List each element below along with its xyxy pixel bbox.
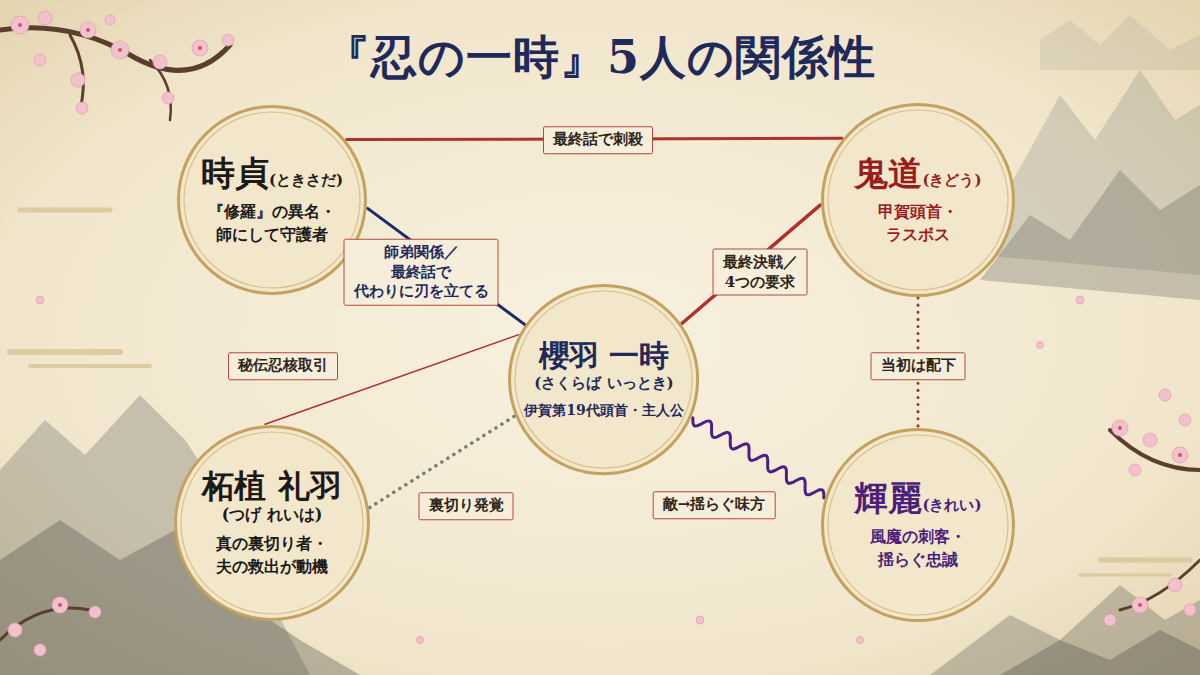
relation-line [368,208,525,324]
text-line: 代わりに刃を立てる [354,282,489,302]
text-line: 師弟関係／ [354,243,489,263]
character-name: 櫻羽 一時 [524,339,683,374]
relation-line [265,335,519,425]
text-line: 揺らぐ忠誠 [854,549,981,571]
dotted-connector [370,416,515,507]
circle-content: 櫻羽 一時(さくらば いっとき) 伊賀第19代頭首・主人公 [524,339,683,421]
name-row: 鬼道(きどう) [854,154,981,193]
character-name: 時貞 [201,153,269,193]
circle-outline [821,428,1015,622]
text-line: 伊賀第19代頭首・主人公 [524,401,683,421]
edge-label: 師弟関係／ 最終話で 代わりに刃を立てる [344,239,499,306]
circle-outline [508,284,699,475]
edge-label: 最終決戦／ 4つの要求 [713,249,808,296]
circle-content: 鬼道(きどう) 甲賀頭首・ ラスボス [854,154,981,246]
name-reading: (ときさだ) [269,171,343,189]
text-line: 敵→揺らぐ味方 [663,495,766,515]
name-row: 時貞(ときさだ) [201,154,343,193]
text-line: 秘伝忍核取引 [238,356,328,376]
name-reading: (つげ れいは) [202,505,341,526]
edge-label: 裏切り発覚 [419,492,514,520]
relation-line [682,205,820,323]
dotted-connector [917,298,920,427]
character-role: 真の裏切り者・ 夫の救出が動機 [202,533,341,578]
text-line: 『修羅』の異名・ [201,201,343,223]
circle-outline [177,105,367,295]
character-role: 『修羅』の異名・ 師にして守護者 [201,201,343,246]
text-line: 夫の救出が動機 [202,556,341,578]
text-line: 最終話で [354,262,489,282]
cherry-branch [0,28,1200,640]
edge-label: 秘伝忍核取引 [228,352,338,380]
character-name: 柘植 礼羽 [202,468,341,505]
text-line: 当初は配下 [881,356,956,376]
name-reading: (さくらば いっとき) [524,374,683,394]
name-reading: (きどう) [922,171,981,189]
name-row: 輝麗(きれい) [854,479,981,518]
edge-label: 当初は配下 [871,352,966,380]
character-circle: 時貞(ときさだ) 『修羅』の異名・ 師にして守護者 [177,105,367,295]
text-line: 最終話で刺殺 [553,130,643,150]
character-role: 風魔の刺客・ 揺らぐ忠誠 [854,526,981,571]
character-circle: 柘植 礼羽(つげ れいは) 真の裏切り者・ 夫の救出が動機 [174,425,370,621]
text-line: 風魔の刺客・ [854,526,981,548]
wavy-connector [693,418,824,498]
text-line: 裏切り発覚 [429,496,504,516]
cherry-blossoms [8,11,1196,656]
text-line: 最終決戦／ [723,253,798,273]
blossom-centers [18,23,1182,607]
ink-mountains [0,15,1200,675]
text-line: 真の裏切り者・ [202,533,341,555]
character-name: 鬼道 [854,153,922,193]
edge-label: 最終話で刺殺 [543,126,653,154]
text-line: 甲賀頭首・ [854,201,981,223]
character-circle: 鬼道(きどう) 甲賀頭首・ ラスボス [821,103,1015,297]
relation-line [347,138,842,139]
character-circle: 輝麗(きれい) 風魔の刺客・ 揺らぐ忠誠 [821,428,1015,622]
character-role: 甲賀頭首・ ラスボス [854,201,981,246]
diagram-title: 『忍の一時』5人の関係性 [324,27,876,89]
circle-content: 輝麗(きれい) 風魔の刺客・ 揺らぐ忠誠 [854,479,981,571]
circle-outline [174,425,370,621]
circle-content: 時貞(ときさだ) 『修羅』の異名・ 師にして守護者 [201,154,343,246]
character-circle: 櫻羽 一時(さくらば いっとき) 伊賀第19代頭首・主人公 [508,284,699,475]
circle-outline [821,103,1015,297]
character-role: 伊賀第19代頭首・主人公 [524,401,683,421]
name-reading: (きれい) [922,496,981,514]
text-line: ラスボス [854,224,981,246]
edge-label: 敵→揺らぐ味方 [653,491,776,519]
circle-content: 柘植 礼羽(つげ れいは) 真の裏切り者・ 夫の救出が動機 [202,468,341,578]
mist-strokes [10,210,1190,575]
character-name: 輝麗 [854,478,922,518]
text-line: 師にして守護者 [201,224,343,246]
text-line: 4つの要求 [723,272,798,292]
